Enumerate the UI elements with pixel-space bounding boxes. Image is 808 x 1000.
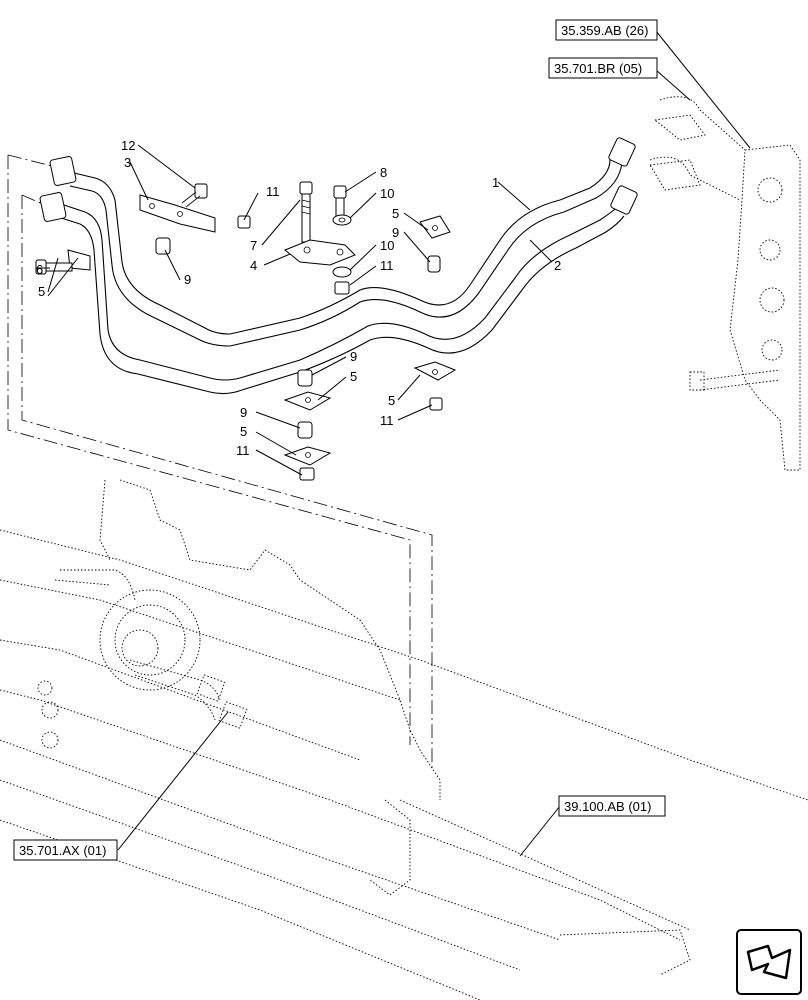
reference-35-701-br[interactable]: 35.701.BR (05) (548, 57, 658, 79)
clamp-5-left (67, 249, 91, 271)
clamp-5-mid (283, 391, 332, 411)
callout-9: 9 (350, 349, 357, 364)
callout-11: 11 (266, 184, 280, 199)
callout-9: 9 (392, 225, 399, 240)
washer-10-top (332, 214, 352, 226)
nut-11-left (237, 215, 251, 229)
next-page-arrow-icon[interactable] (736, 929, 802, 995)
clamp-5-top-right (419, 215, 451, 239)
callout-numbers: 12 3 11 6 5 9 7 4 8 10 10 11 5 9 1 2 9 5… (36, 138, 561, 458)
reference-39-100-ab[interactable]: 39.100.AB (01) (558, 795, 666, 817)
callout-11: 11 (380, 413, 394, 428)
hydraulic-tube-2 (39, 137, 638, 395)
nut-11-mid (334, 281, 350, 295)
callout-8: 8 (380, 165, 387, 180)
bolt-6 (35, 259, 73, 275)
callout-9: 9 (184, 272, 191, 287)
reference-label: 39.100.AB (01) (564, 799, 651, 814)
callout-2: 2 (554, 258, 561, 273)
bolt-12 (181, 183, 208, 208)
callout-11: 11 (380, 258, 394, 273)
reference-35-359-ab[interactable]: 35.359.AB (26) (555, 19, 658, 41)
clamp-5-right-low (413, 361, 457, 381)
callout-6: 6 (36, 262, 43, 277)
bolt-8 (333, 185, 347, 219)
bolt-7 (299, 181, 313, 243)
clamp-5-low (283, 446, 332, 466)
callout-5: 5 (392, 206, 399, 221)
callout-5: 5 (350, 369, 357, 384)
callout-4: 4 (250, 258, 257, 273)
reference-label: 35.701.BR (05) (554, 61, 642, 76)
callout-5: 5 (38, 284, 45, 299)
callout-12: 12 (121, 138, 135, 153)
callout-9: 9 (240, 405, 247, 420)
callout-1: 1 (492, 175, 499, 190)
plate-4 (284, 239, 356, 266)
callout-3: 3 (124, 155, 131, 170)
callout-5: 5 (388, 393, 395, 408)
chassis-frame (0, 479, 808, 1000)
callout-10: 10 (380, 186, 394, 201)
reference-label: 35.359.AB (26) (561, 23, 648, 38)
phantom-frame (7, 154, 433, 770)
callout-11: 11 (236, 443, 250, 458)
spacer-9-top-right (427, 255, 441, 273)
reference-label: 35.701.AX (01) (19, 843, 106, 858)
leader-lines (36, 30, 751, 857)
nut-11-right-low (429, 397, 443, 411)
bracket-3 (139, 194, 216, 233)
washer-10-bottom (332, 266, 352, 278)
callout-7: 7 (250, 238, 257, 253)
reference-35-701-ax[interactable]: 35.701.AX (01) (13, 839, 118, 861)
callout-5: 5 (240, 424, 247, 439)
control-valve-assembly (649, 96, 801, 471)
callout-10: 10 (380, 238, 394, 253)
spacer-9-mid (297, 369, 313, 387)
spacer-9-left (155, 237, 171, 255)
nut-11-low (299, 467, 315, 481)
spacer-9-low (297, 421, 313, 439)
